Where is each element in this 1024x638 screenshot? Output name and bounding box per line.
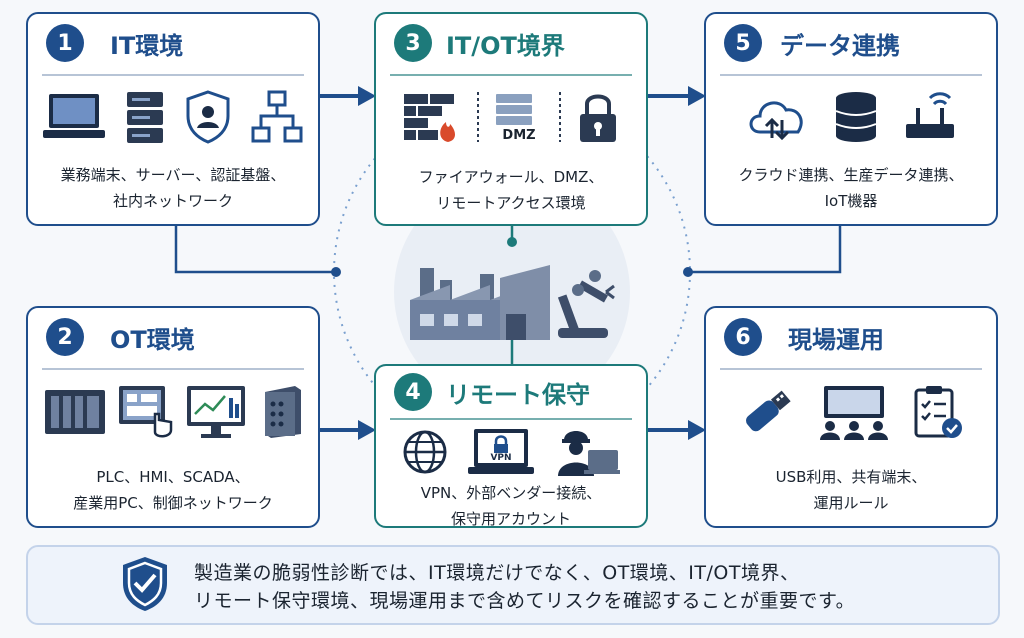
divider bbox=[559, 92, 561, 142]
card-desc-line2: 運用ルール bbox=[813, 494, 889, 512]
card-title: リモート保守 bbox=[446, 380, 590, 409]
dmz-server-icon: DMZ bbox=[494, 92, 544, 143]
industrial-pc-icon bbox=[265, 386, 301, 438]
cloud-sync-icon bbox=[749, 101, 803, 141]
card-desc-line2: リモートアクセス環境 bbox=[436, 194, 586, 212]
lock-icon bbox=[580, 94, 616, 142]
server-icon bbox=[127, 92, 163, 143]
database-icon bbox=[835, 92, 877, 142]
step-number: 4 bbox=[394, 373, 432, 411]
card-title: IT環境 bbox=[110, 31, 184, 60]
card-desc-line2: 産業用PC、制御ネットワーク bbox=[73, 494, 273, 512]
data-connector-line bbox=[688, 226, 842, 274]
shield-check-icon bbox=[123, 557, 167, 611]
shield-user-icon bbox=[186, 90, 230, 144]
summary-note: 製造業の脆弱性診断では、IT環境だけでなく、OT環境、IT/OT境界、 リモート… bbox=[26, 545, 1000, 625]
divider bbox=[477, 92, 479, 142]
checklist-icon bbox=[914, 386, 962, 438]
card-ot-environment: 2 OT環境 PLC、HMI、SCADA、 産業用PC、制御ネットワーク bbox=[26, 306, 320, 528]
usb-icon bbox=[746, 390, 791, 432]
card-desc-line2: 保守用アカウント bbox=[450, 510, 571, 528]
step-number: 1 bbox=[46, 24, 84, 62]
card-it-environment: 1 IT環境 業務端末、サーバー、認証基盤、 社内ネットワーク bbox=[26, 12, 320, 226]
arrow-ot-to-remote bbox=[318, 420, 376, 440]
step-number: 2 bbox=[46, 318, 84, 356]
note-line1: 製造業の脆弱性診断では、IT環境だけでなく、OT環境、IT/OT境界、 bbox=[194, 562, 800, 584]
dmz-label: DMZ bbox=[502, 127, 536, 143]
laptop-icon bbox=[43, 94, 105, 138]
step-number: 6 bbox=[724, 318, 762, 356]
arrow-remote-to-field bbox=[648, 420, 706, 440]
note-line2: リモート保守環境、現場運用まで含めてリスクを確認することが重要です。 bbox=[194, 590, 856, 612]
technician-icon bbox=[558, 431, 620, 476]
plc-icon bbox=[45, 390, 105, 434]
card-title: データ連携 bbox=[780, 31, 900, 60]
scada-monitor-icon bbox=[187, 386, 245, 438]
hmi-touch-icon bbox=[119, 386, 173, 438]
card-desc-line1: クラウド連携、生産データ連携、 bbox=[738, 166, 964, 184]
vpn-label: VPN bbox=[490, 453, 512, 463]
shared-terminal-icon bbox=[820, 386, 888, 440]
card-title: 現場運用 bbox=[788, 325, 884, 354]
network-icon bbox=[251, 90, 303, 143]
card-desc-line1: ファイアウォール、DMZ、 bbox=[418, 168, 604, 186]
card-desc-line1: 業務端末、サーバー、認証基盤、 bbox=[60, 166, 286, 184]
card-it-ot-boundary: 3 IT/OT境界 DMZ ファイアウォール、DMZ、 リモートアクセス環境 bbox=[374, 12, 648, 226]
card-title: OT環境 bbox=[110, 325, 195, 354]
factory-icon bbox=[410, 265, 615, 340]
card-desc-line1: VPN、外部ベンダー接続、 bbox=[420, 484, 602, 502]
card-title: IT/OT境界 bbox=[446, 31, 565, 60]
card-desc-line1: PLC、HMI、SCADA、 bbox=[96, 468, 250, 486]
card-data-integration: 5 データ連携 クラウド連携、生産データ連携、 IoT機器 bbox=[704, 12, 998, 226]
vpn-laptop-icon: VPN bbox=[468, 427, 534, 477]
step-number: 3 bbox=[394, 24, 432, 62]
card-desc-line2: 社内ネットワーク bbox=[112, 192, 233, 210]
step-number: 5 bbox=[724, 24, 762, 62]
firewall-icon bbox=[404, 94, 455, 142]
arrow-it-to-boundary bbox=[318, 86, 376, 106]
globe-icon bbox=[403, 430, 447, 474]
card-remote-maintenance: 4 リモート保守 VPN VPN、外部ベンダー接続、 保守用アカウント bbox=[374, 364, 648, 528]
connector-layer bbox=[174, 93, 842, 451]
card-field-operations: 6 現場運用 USB利用、共有端末、 運用ルール bbox=[704, 306, 998, 528]
arrow-boundary-to-data bbox=[648, 86, 706, 106]
iot-router-icon bbox=[906, 92, 954, 138]
card-desc-line2: IoT機器 bbox=[824, 192, 878, 210]
card-desc-line1: USB利用、共有端末、 bbox=[775, 468, 927, 486]
it-connector-line bbox=[174, 226, 336, 274]
